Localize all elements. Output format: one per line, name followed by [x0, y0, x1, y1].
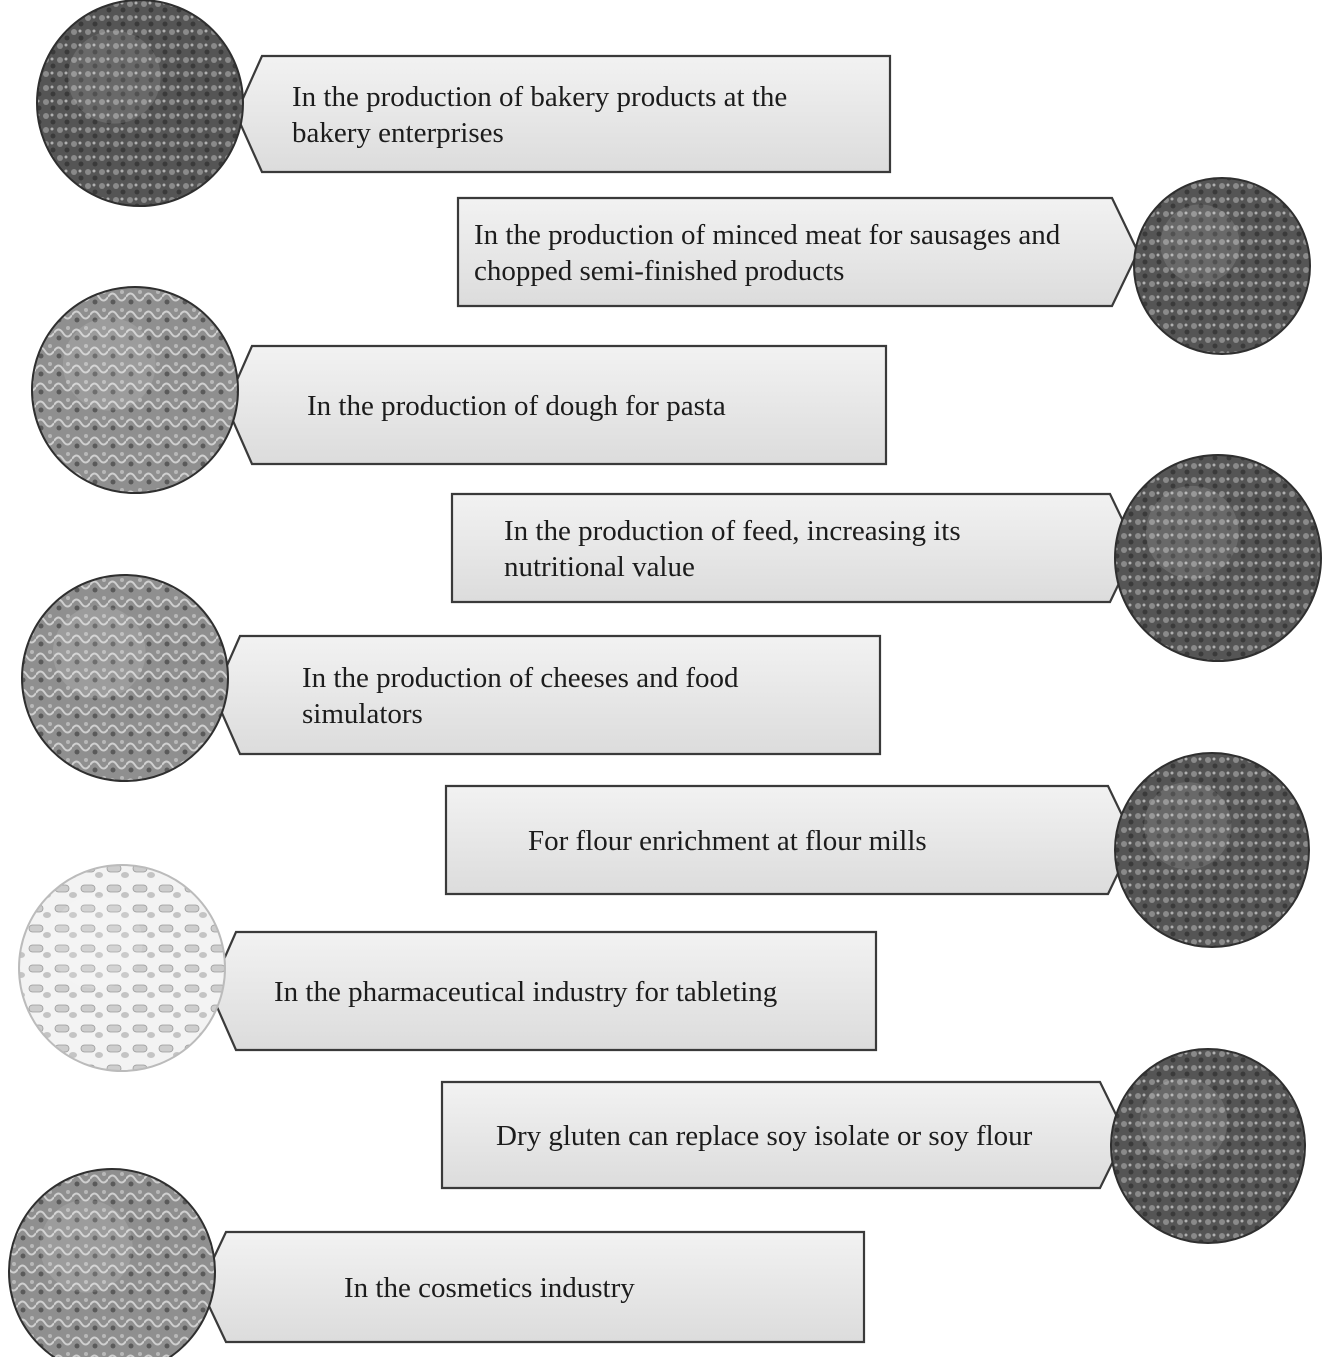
- label-text: Dry gluten can replace soy isolate or so…: [496, 1120, 1033, 1152]
- label-text: In the production of minced meat for sau…: [474, 219, 1061, 287]
- wheat-flour-photo-icon: [1114, 752, 1310, 948]
- label-box: [212, 634, 882, 756]
- application-item: For flour enrichment at flour mills: [444, 752, 1310, 948]
- application-item: In the production of feed, increasing it…: [450, 454, 1322, 662]
- label-text: In the production of feed, increasing it…: [504, 515, 961, 583]
- gluten-powder-photo-icon: [1110, 1048, 1306, 1244]
- application-item: In the cosmetics industry: [8, 1168, 866, 1357]
- application-item: Dry gluten can replace soy isolate or so…: [440, 1048, 1306, 1244]
- label-box: [450, 492, 1138, 604]
- label-text: In the production of dough for pasta: [307, 390, 726, 422]
- label-box: [456, 196, 1140, 308]
- tablets-photo-icon: [18, 864, 226, 1072]
- label-text: In the pharmaceutical industry for table…: [274, 976, 777, 1008]
- application-item: In the production of bakery products at …: [36, 0, 892, 207]
- label-text: For flour enrichment at flour mills: [528, 825, 927, 857]
- label-box: [234, 54, 892, 174]
- label-text: In the cosmetics industry: [344, 1272, 635, 1304]
- items-layer: In the production of bakery products at …: [8, 0, 1322, 1357]
- label-text: In the production of bakery products at …: [292, 81, 787, 149]
- pasta-photo-icon: [31, 286, 239, 494]
- application-item: In the production of dough for pasta: [31, 286, 888, 494]
- sausage-photo-icon: [1133, 177, 1311, 355]
- application-item: In the pharmaceutical industry for table…: [18, 864, 878, 1072]
- application-item: In the production of minced meat for sau…: [456, 177, 1311, 355]
- cosmetics-photo-icon: [8, 1168, 216, 1357]
- feed-pellets-photo-icon: [1114, 454, 1322, 662]
- cheese-photo-icon: [21, 574, 229, 782]
- bread-photo-icon: [36, 0, 244, 207]
